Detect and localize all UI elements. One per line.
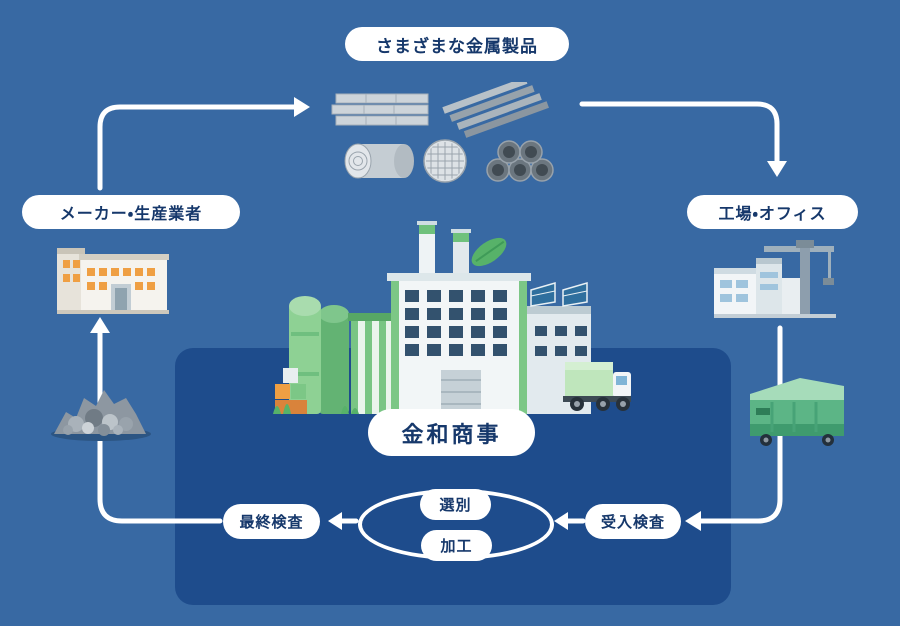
metal-coil <box>344 143 414 179</box>
recycling-plant-illustration <box>273 221 631 414</box>
label-sorting: 選別 <box>420 489 491 520</box>
arrowhead-down <box>767 161 787 177</box>
arrowhead-up <box>90 317 110 333</box>
label-manufacturer: メーカー・生産業者 <box>22 195 240 229</box>
arrow-products-to-factory <box>579 101 780 166</box>
metal-products-illustration <box>331 82 554 183</box>
arrow-manufacturer-to-products <box>97 104 297 191</box>
angle-steel <box>442 82 549 138</box>
solar-panels <box>530 282 588 307</box>
manufacturer-building-illustration <box>57 248 169 314</box>
factory-office-illustration <box>714 240 836 318</box>
steel-beam-stack <box>331 93 429 126</box>
scrap-metal-pile-illustration <box>51 390 151 441</box>
crane <box>764 240 834 316</box>
grass <box>273 404 359 414</box>
label-receiving-inspection: 受入検査 <box>585 504 681 539</box>
label-company-name: 金和商事 <box>368 409 535 456</box>
label-final-inspection: 最終検査 <box>223 504 320 539</box>
chimneys <box>417 221 471 282</box>
leaf <box>471 237 507 267</box>
label-factory-office: 工場・オフィス <box>687 195 858 229</box>
arrowhead-right <box>294 97 310 117</box>
main-building <box>387 273 531 414</box>
green-dumpster-illustration <box>750 378 844 446</box>
wire-mesh-roll <box>423 139 467 183</box>
truck <box>563 362 631 411</box>
steel-pipes <box>486 140 554 182</box>
label-metal-products: さまざまな金属製品 <box>345 27 569 61</box>
label-processing: 加工 <box>421 530 492 561</box>
crates <box>275 368 307 414</box>
annex-building <box>348 313 396 414</box>
